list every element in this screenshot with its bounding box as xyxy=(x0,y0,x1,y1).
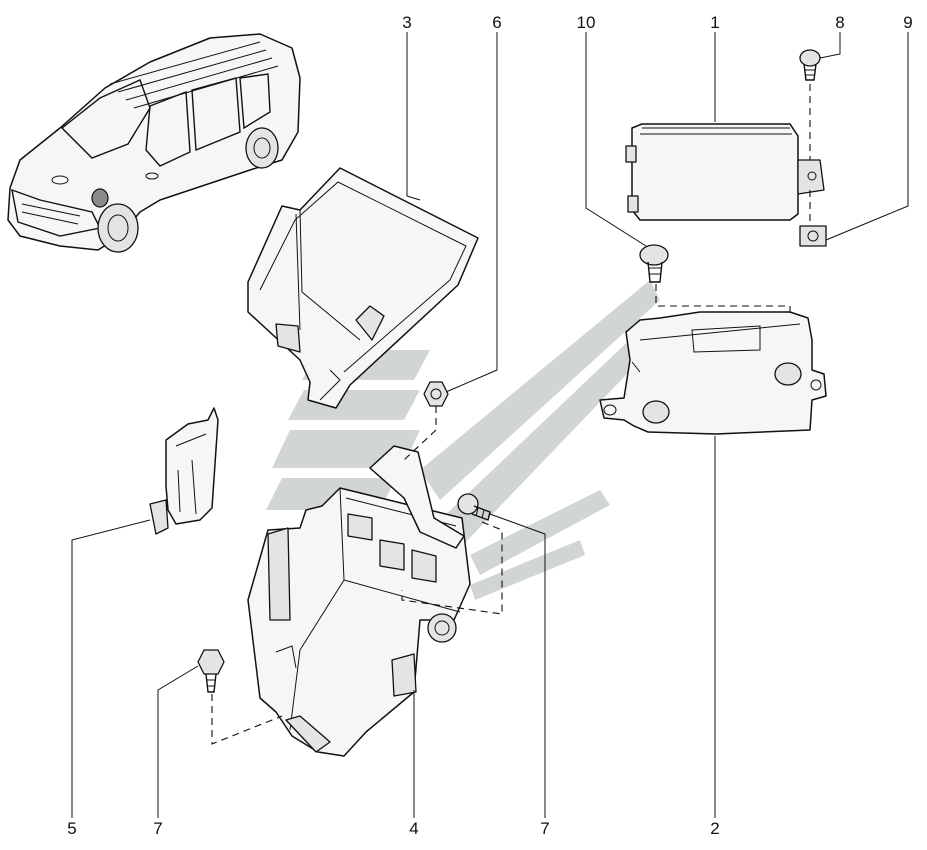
part-8-screw xyxy=(799,49,821,81)
vehicle-illustration xyxy=(7,33,301,253)
part-9-clip xyxy=(799,225,827,247)
part-5-connector xyxy=(149,407,219,535)
assembly-guide-lines xyxy=(211,84,811,745)
part-7-screw-left xyxy=(197,649,225,693)
part-6-nut xyxy=(423,381,449,407)
callout-10: 10 xyxy=(577,13,596,32)
callout-7-right: 7 xyxy=(540,819,549,838)
part-2-bracket xyxy=(599,311,827,435)
part-3-cover xyxy=(247,167,479,409)
callout-9: 9 xyxy=(903,13,912,32)
part-4-housing xyxy=(247,445,471,757)
callout-numbers: 1 3 6 10 8 9 5 7 4 7 2 xyxy=(67,13,912,838)
callout-4: 4 xyxy=(409,819,418,838)
part-1-module xyxy=(625,123,825,221)
callout-2: 2 xyxy=(710,819,719,838)
part-10-screw xyxy=(639,244,669,283)
part-7-screw-right xyxy=(457,493,491,521)
callout-leaders xyxy=(71,32,909,818)
callout-5: 5 xyxy=(67,819,76,838)
callout-6: 6 xyxy=(492,13,501,32)
callout-1: 1 xyxy=(710,13,719,32)
callout-3: 3 xyxy=(402,13,411,32)
callout-7-left: 7 xyxy=(153,819,162,838)
callout-8: 8 xyxy=(835,13,844,32)
